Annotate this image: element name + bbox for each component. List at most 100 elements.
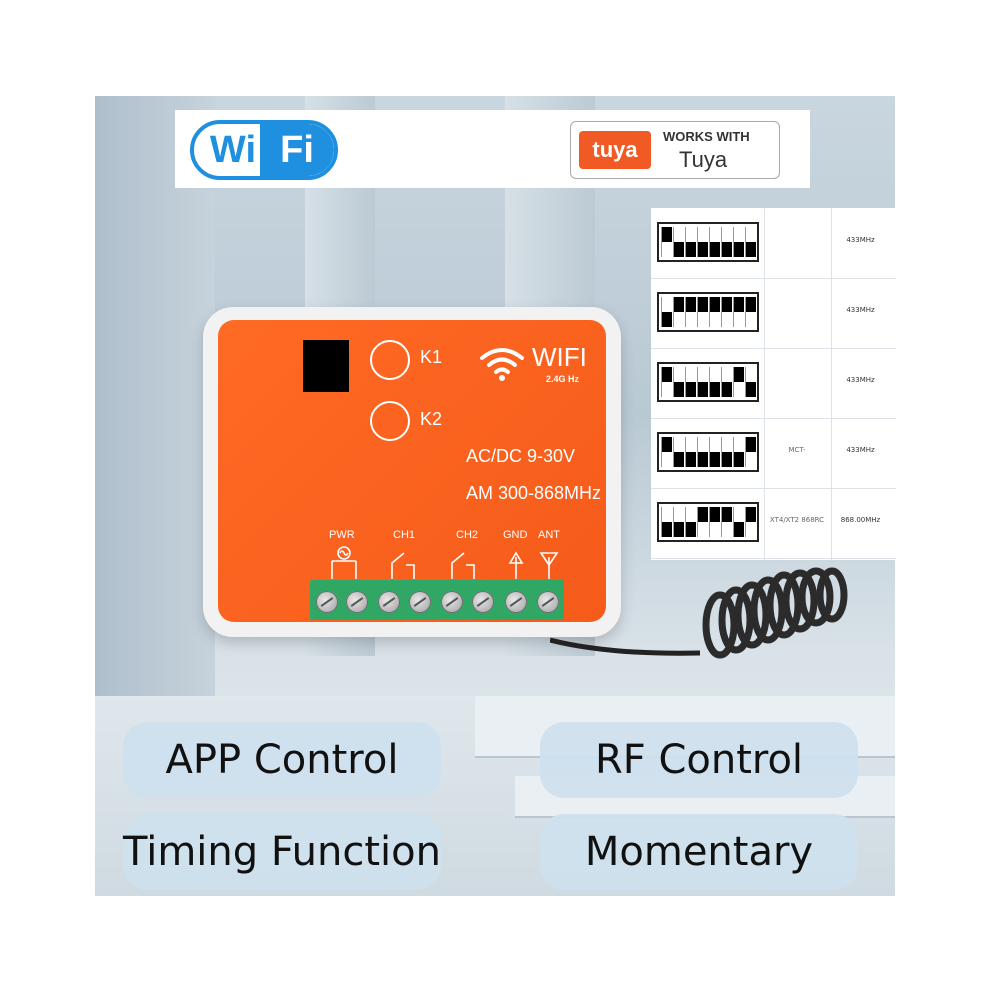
dip-knob bbox=[710, 452, 720, 467]
dip-switch bbox=[733, 367, 744, 397]
dip-knob bbox=[734, 242, 744, 257]
table-frequency-cell: 433MHz bbox=[846, 376, 875, 384]
dip-switch bbox=[745, 507, 756, 537]
table-model-cell: XT4/XT2 868RC bbox=[769, 516, 825, 524]
terminal-screw bbox=[537, 591, 559, 613]
dip-knob bbox=[662, 227, 672, 242]
table-divider bbox=[764, 208, 765, 560]
rf-control-badge: RF Control bbox=[540, 722, 858, 798]
dip-switch bbox=[697, 227, 708, 257]
dip-switch bbox=[661, 437, 672, 467]
dip-knob bbox=[710, 297, 720, 312]
momentary-badge: Momentary bbox=[540, 814, 858, 890]
table-row: 433MHz bbox=[651, 348, 896, 419]
dip-switch bbox=[745, 437, 756, 467]
table-row: 433MHz bbox=[651, 278, 896, 349]
dip-knob bbox=[746, 507, 756, 522]
table-row: MCT-433MHz bbox=[651, 418, 896, 489]
dip-switch bbox=[733, 507, 744, 537]
table-frequency-cell: 868.00MHz bbox=[840, 516, 881, 524]
wifi-logo: Wi Fi bbox=[190, 120, 338, 180]
dip-knob bbox=[686, 382, 696, 397]
k2-label: K2 bbox=[420, 409, 443, 429]
voltage-label: AC/DC 9-30V bbox=[466, 446, 576, 466]
table-model-cell: MCT- bbox=[788, 446, 806, 454]
dip-switch bbox=[709, 437, 720, 467]
table-frequency-cell: 433MHz bbox=[846, 306, 875, 314]
dip-switch bbox=[745, 227, 756, 257]
dip-switch bbox=[673, 227, 684, 257]
dip-switch bbox=[721, 367, 732, 397]
table-row: 433MHz bbox=[651, 208, 896, 279]
terminal-label-ch1: CH1 bbox=[393, 529, 416, 541]
dip-knob bbox=[746, 437, 756, 452]
dip-knob bbox=[674, 522, 684, 537]
terminal-label-ant: ANT bbox=[538, 529, 560, 541]
dip-switch bbox=[673, 507, 684, 537]
dip-switch bbox=[745, 297, 756, 327]
tuya-badge: tuya WORKS WITH Tuya bbox=[570, 121, 780, 179]
k2-button bbox=[370, 401, 410, 441]
tuya-logo: tuya bbox=[579, 131, 651, 169]
wifi-band-label: 2.4G Hz bbox=[546, 374, 580, 384]
terminal-screw bbox=[472, 591, 494, 613]
dip-switch bbox=[745, 367, 756, 397]
dip-switch bbox=[697, 437, 708, 467]
dip-switch bbox=[661, 227, 672, 257]
dip-switch bbox=[685, 437, 696, 467]
dip-switch bbox=[733, 227, 744, 257]
dip-knob bbox=[734, 367, 744, 382]
k1-label: K1 bbox=[420, 347, 443, 367]
dip-knob bbox=[722, 507, 732, 522]
dip-knob bbox=[710, 242, 720, 257]
terminal-screw bbox=[441, 591, 463, 613]
app-control-badge: APP Control bbox=[123, 722, 441, 798]
dip-knob bbox=[746, 382, 756, 397]
terminal-label-gnd: GND bbox=[503, 529, 528, 541]
dip-switch bbox=[685, 297, 696, 327]
tuya-name: Tuya bbox=[679, 147, 728, 172]
table-frequency-cell: 433MHz bbox=[846, 236, 875, 244]
terminal-screw bbox=[409, 591, 431, 613]
dip-switch bbox=[733, 437, 744, 467]
dip-switch-diagram bbox=[657, 222, 759, 262]
dip-knob bbox=[674, 297, 684, 312]
dip-knob bbox=[662, 437, 672, 452]
dip-knob bbox=[746, 242, 756, 257]
antenna-coil bbox=[550, 567, 848, 659]
dip-switch bbox=[733, 297, 744, 327]
terminal-label-ch2: CH2 bbox=[456, 529, 479, 541]
dip-knob bbox=[662, 367, 672, 382]
device-face bbox=[218, 320, 606, 622]
dip-knob bbox=[698, 382, 708, 397]
dip-switch-diagram bbox=[657, 432, 759, 472]
dip-switch bbox=[709, 507, 720, 537]
dip-knob bbox=[734, 452, 744, 467]
dip-switch bbox=[661, 507, 672, 537]
terminal-screw bbox=[505, 591, 527, 613]
dip-switch bbox=[709, 297, 720, 327]
dip-knob bbox=[698, 242, 708, 257]
dip-switch bbox=[673, 437, 684, 467]
terminal-screw bbox=[346, 591, 368, 613]
dip-switch bbox=[685, 507, 696, 537]
terminal-screw bbox=[378, 591, 400, 613]
dip-switch bbox=[709, 227, 720, 257]
dip-switch-diagram bbox=[657, 362, 759, 402]
dip-knob bbox=[698, 297, 708, 312]
k1-button bbox=[370, 340, 410, 380]
dip-knob bbox=[686, 522, 696, 537]
dip-knob bbox=[686, 452, 696, 467]
dip-knob bbox=[674, 382, 684, 397]
dip-knob bbox=[698, 452, 708, 467]
dip-knob bbox=[662, 312, 672, 327]
dip-knob bbox=[662, 522, 672, 537]
dip-switch bbox=[697, 507, 708, 537]
wifi-logo-fi: Fi bbox=[260, 124, 334, 176]
dip-knob bbox=[722, 452, 732, 467]
dip-knob bbox=[674, 452, 684, 467]
frequency-label: AM 300-868MHz bbox=[466, 483, 602, 503]
dip-switch bbox=[721, 437, 732, 467]
dip-switch bbox=[697, 297, 708, 327]
